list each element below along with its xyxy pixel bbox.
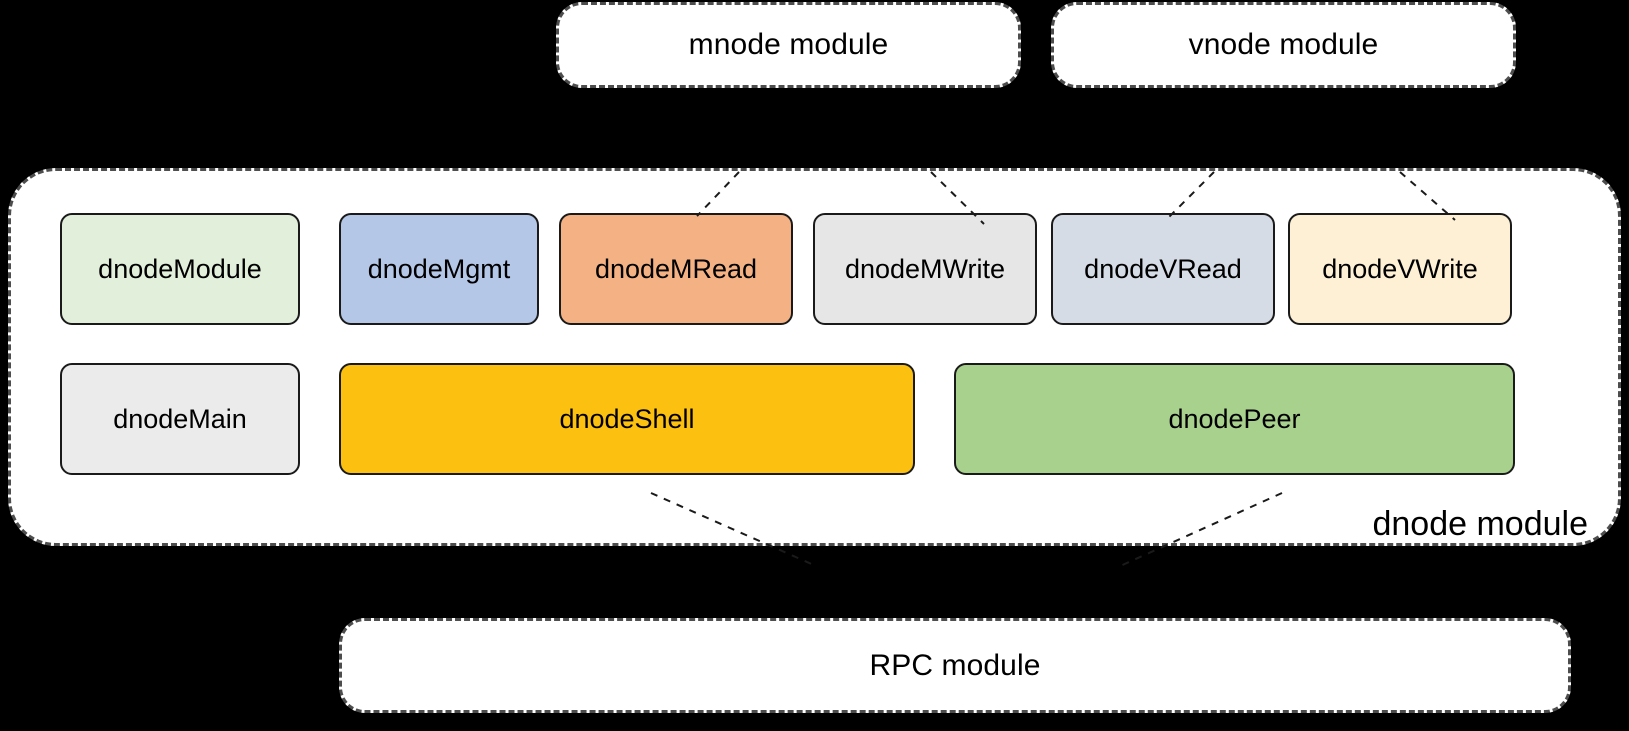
- dnode-peer-box[interactable]: dnodePeer: [954, 363, 1515, 475]
- rpc-module-label: RPC module: [869, 648, 1041, 682]
- dnode-vread-box-label: dnodeVRead: [1084, 253, 1242, 284]
- dnode-mwrite-box-label: dnodeMWrite: [844, 253, 1006, 284]
- dnode-mgmt-box-label: dnodeMgmt: [367, 253, 511, 284]
- dnode-shell-box[interactable]: dnodeShell: [339, 363, 915, 475]
- dnode-mgmt-box[interactable]: dnodeMgmt: [339, 213, 539, 325]
- dnode-mwrite-box[interactable]: dnodeMWrite: [813, 213, 1037, 325]
- dnode-mread-box[interactable]: dnodeMRead: [559, 213, 793, 325]
- dnode-main-box[interactable]: dnodeMain: [60, 363, 300, 475]
- dnode-vread-box[interactable]: dnodeVRead: [1051, 213, 1275, 325]
- dnode-vwrite-box[interactable]: dnodeVWrite: [1288, 213, 1512, 325]
- dnode-vwrite-box-label: dnodeVWrite: [1322, 253, 1478, 284]
- vnode-module-label: vnode module: [1188, 28, 1379, 61]
- dnode-mread-box-label: dnodeMRead: [594, 253, 758, 284]
- vnode-module-box[interactable]: vnode module: [1051, 2, 1516, 88]
- dnode-module-container[interactable]: dnodeModule dnodeMgmt dnodeMRead dnodeMW…: [8, 168, 1621, 546]
- dnode-shell-box-label: dnodeShell: [559, 403, 695, 434]
- dnode-main-box-label: dnodeMain: [113, 403, 247, 434]
- dnode-module-box-label: dnodeModule: [98, 253, 262, 284]
- mnode-module-label: mnode module: [688, 28, 889, 61]
- dnode-peer-box-label: dnodePeer: [1168, 403, 1301, 434]
- dnode-module-box[interactable]: dnodeModule: [60, 213, 300, 325]
- dnode-module-label: dnode module: [1372, 505, 1588, 543]
- mnode-module-box[interactable]: mnode module: [556, 2, 1021, 88]
- rpc-module-box[interactable]: RPC module: [339, 618, 1571, 713]
